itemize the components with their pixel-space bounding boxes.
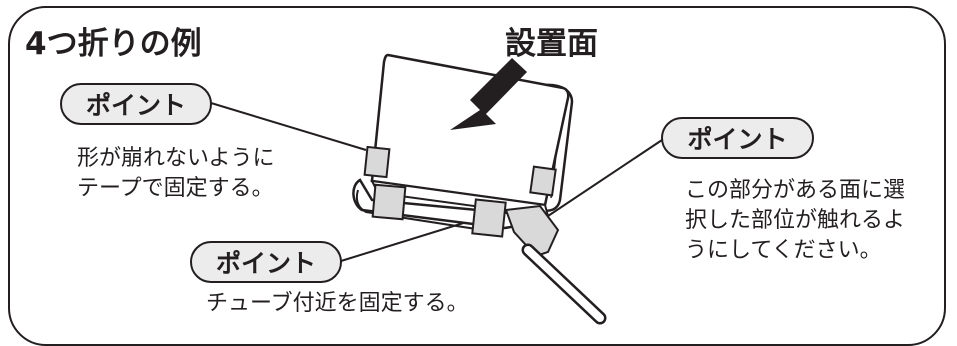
note-line: 形が崩れないように [77, 146, 275, 171]
cuff-fold-layer [355, 189, 503, 234]
note-tape: 形が崩れないように テープで固定する。 [77, 144, 275, 204]
tube [524, 246, 604, 322]
note-line: 択した部位が触れるよ [685, 208, 906, 233]
tape-piece [529, 165, 557, 197]
tape-piece [471, 198, 507, 238]
leader-line-2 [544, 139, 663, 219]
note-surface: この部分がある面に選 択した部位が触れるよ うにしてください。 [685, 176, 905, 266]
note-line: テープで固定する。 [77, 176, 274, 201]
folded-cuff-illustration [210, 53, 663, 325]
note-line: この部分がある面に選 [685, 178, 906, 203]
note-tube: チューブ付近を固定する。 [206, 289, 469, 319]
tube-connector [504, 204, 560, 258]
point-badge-tube: ポイント [190, 241, 342, 283]
diagram-title: 4つ折りの例 [25, 26, 202, 62]
surface-label: 設置面 [505, 26, 598, 62]
tape-piece [371, 183, 407, 221]
leader-line-1 [210, 102, 367, 151]
point-badge-surface: ポイント [661, 117, 814, 159]
point-badge-tape: ポイント [60, 83, 212, 125]
note-line: チューブ付近を固定する。 [206, 291, 469, 316]
note-line: うにしてください。 [685, 238, 882, 263]
tape-piece [363, 145, 391, 179]
surface-arrow [450, 58, 527, 130]
